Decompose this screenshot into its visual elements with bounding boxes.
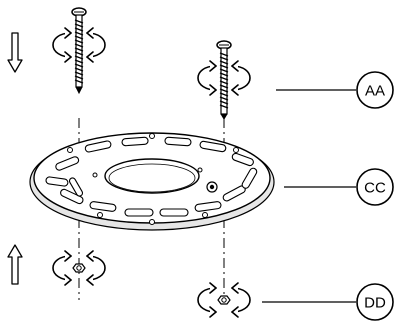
left-screw [71,7,87,95]
arrow-up-icon [7,244,23,285]
nut-right [217,295,231,305]
mounting-plate [29,132,275,231]
callout-dd: DD [356,283,394,321]
callout-aa: AA [356,71,394,109]
callout-aa-label: AA [365,83,385,100]
callout-dd-label: DD [364,295,386,312]
callout-cc-label: CC [364,180,386,197]
callout-cc: CC [356,168,394,206]
nut-left [72,263,86,273]
right-screw [216,40,232,120]
leader-lines [262,89,356,303]
arrow-down-icon [7,32,23,73]
